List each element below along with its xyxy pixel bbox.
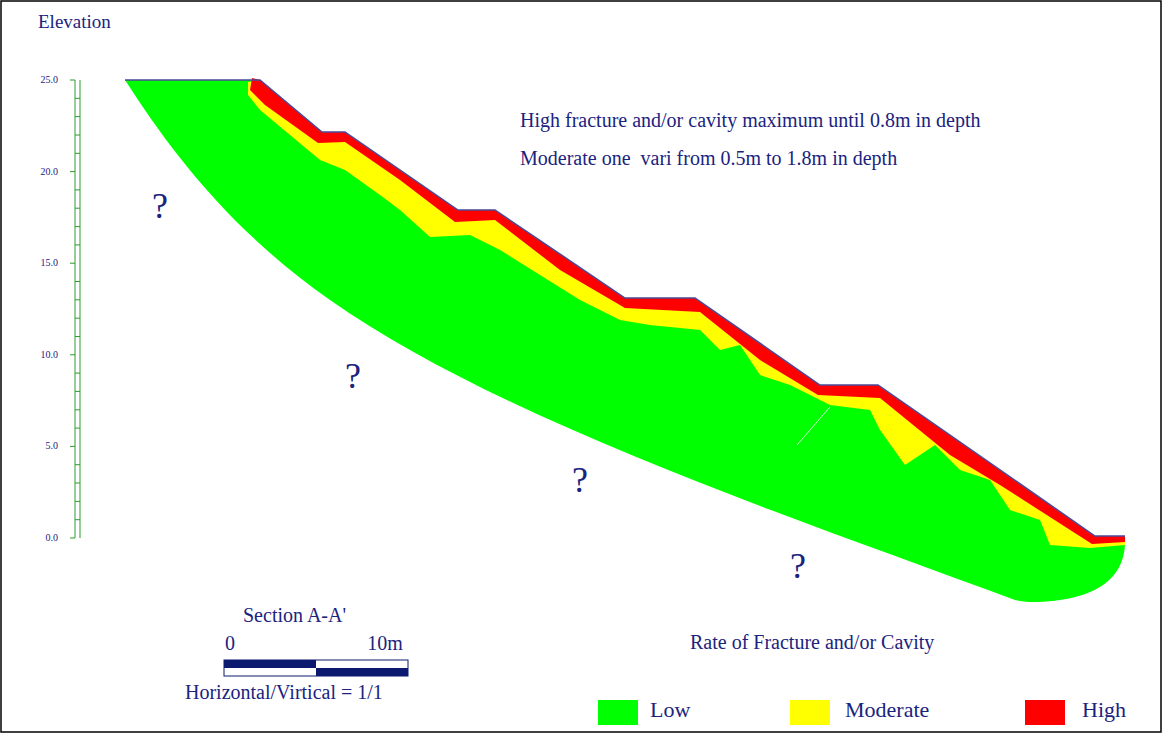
- legend-swatch: [598, 700, 638, 725]
- axis-tick: [75, 153, 80, 154]
- axis-tick: [75, 373, 80, 374]
- section-title: Section A-A': [243, 605, 346, 625]
- unknown-mark: ?: [345, 358, 361, 394]
- fracture-trace: [797, 407, 830, 445]
- legend-swatch: [790, 700, 830, 725]
- axis-tick: [70, 263, 75, 264]
- elevation-value: 0.0: [46, 533, 59, 543]
- slope-body: [125, 80, 1125, 602]
- elevation-value: 20.0: [41, 167, 59, 177]
- axis-tick: [75, 464, 80, 465]
- axis-tick: [75, 208, 80, 209]
- axis-tick: [70, 354, 75, 355]
- axis-tick: [75, 483, 80, 484]
- unknown-mark: ?: [572, 462, 588, 498]
- legend-text: High: [1082, 699, 1126, 721]
- legend-text: Moderate: [845, 699, 929, 721]
- axis-tick: [75, 299, 80, 300]
- elevation-value: 25.0: [41, 75, 59, 85]
- note: High fracture and/or cavity maximum unti…: [520, 110, 980, 130]
- axis-tick: [75, 244, 80, 245]
- axis-tick: [75, 135, 80, 136]
- axis-tick: [75, 98, 80, 99]
- axis-tick: [75, 336, 80, 337]
- elevation-value: 10.0: [41, 350, 59, 360]
- axis-tick: [75, 501, 80, 502]
- axis-tick: [75, 519, 80, 520]
- scale-bar: [224, 660, 408, 676]
- scale-value: 10m: [367, 633, 403, 653]
- elevation-value: 5.0: [46, 441, 59, 451]
- note: Moderate one vari from 0.5m to 1.8m in d…: [520, 148, 897, 168]
- legend-swatch: [1025, 700, 1065, 725]
- axis-tick: [75, 391, 80, 392]
- axis-tick: [70, 171, 75, 172]
- axis-tick: [75, 116, 80, 117]
- axis-tick: [70, 538, 75, 539]
- elevation-axis: [70, 80, 80, 538]
- axis-title: Elevation: [38, 12, 111, 31]
- ground-surface: [125, 80, 1125, 536]
- legend-text: Low: [650, 699, 690, 721]
- axis-tick: [75, 428, 80, 429]
- axis-tick: [70, 80, 75, 81]
- elevation-value: 15.0: [41, 258, 59, 268]
- scale-ratio: Horizontal/Virtical = 1/1: [185, 682, 383, 702]
- unknown-mark: ?: [790, 548, 806, 584]
- scale-value: 0: [225, 633, 235, 653]
- axis-tick: [75, 189, 80, 190]
- axis-tick: [70, 446, 75, 447]
- unknown-mark: ?: [152, 188, 168, 224]
- axis-tick: [75, 318, 80, 319]
- axis-tick: [75, 281, 80, 282]
- legend-title: Rate of Fracture and/or Cavity: [690, 632, 934, 652]
- axis-tick: [75, 409, 80, 410]
- high-zone: [250, 78, 1125, 544]
- axis-tick: [75, 226, 80, 227]
